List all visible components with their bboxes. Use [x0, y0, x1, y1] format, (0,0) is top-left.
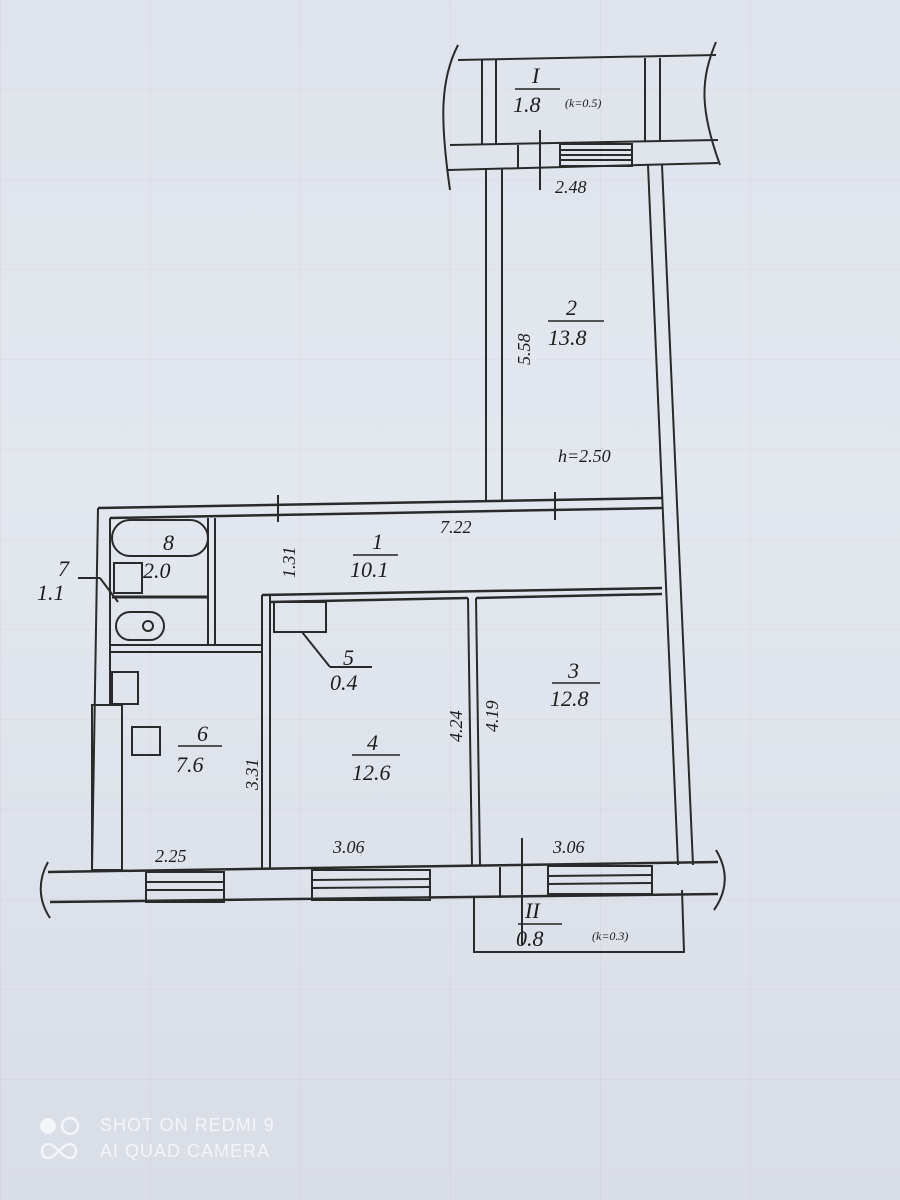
room-5-id: 5 — [343, 645, 354, 670]
room-6-id: 6 — [197, 721, 208, 746]
room-1-width: 1.31 — [279, 547, 299, 579]
balcony-2-id: II — [524, 898, 541, 923]
balcony-1-dim: 2.48 — [555, 177, 587, 197]
room-4-length: 4.24 — [446, 711, 466, 743]
room-4-id: 4 — [367, 730, 378, 755]
quad-camera-icon — [40, 1116, 80, 1160]
room-2-area: 13.8 — [548, 325, 587, 350]
room-6-length: 3.31 — [242, 759, 262, 792]
room-6-area: 7.6 — [176, 752, 204, 777]
room-8-id: 8 — [163, 530, 174, 555]
svg-text:(k=0.5): (k=0.5) — [565, 96, 601, 110]
watermark-line-2: AI QUAD CAMERA — [100, 1141, 271, 1161]
room-7-area: 1.1 — [37, 580, 65, 605]
room-8-area: 2.0 — [143, 558, 171, 583]
room-1-id: 1 — [372, 529, 383, 554]
ceiling-height: h=2.50 — [558, 446, 611, 466]
room-4-area: 12.6 — [352, 760, 391, 785]
room-1-area: 10.1 — [350, 557, 389, 582]
labels: (k=0.5) I 1.8 2.48 2 13.8 5.58 h=2.50 7.… — [37, 63, 628, 951]
room-6-width: 2.25 — [155, 846, 187, 866]
balcony-1-id: I — [531, 63, 541, 88]
room-3-width: 3.06 — [552, 837, 585, 857]
balcony-1 — [442, 41, 721, 191]
room-4-width: 3.06 — [332, 837, 365, 857]
watermark-line-1: SHOT ON REDMI 9 — [100, 1115, 275, 1135]
balcony-2-coef: (k=0.3) — [592, 929, 628, 943]
room-3-length: 4.19 — [482, 701, 502, 733]
room-1-length: 7.22 — [440, 517, 472, 537]
room-5-area: 0.4 — [330, 670, 358, 695]
balcony-2 — [473, 889, 686, 953]
room-2-id: 2 — [566, 295, 577, 320]
room-2-length: 5.58 — [514, 334, 534, 366]
room-3-area: 12.8 — [550, 686, 589, 711]
room-3-id: 3 — [567, 658, 579, 683]
balcony-1-area: 1.8 — [513, 92, 541, 117]
room-7-id: 7 — [58, 556, 70, 581]
balcony-2-area: 0.8 — [516, 926, 544, 951]
